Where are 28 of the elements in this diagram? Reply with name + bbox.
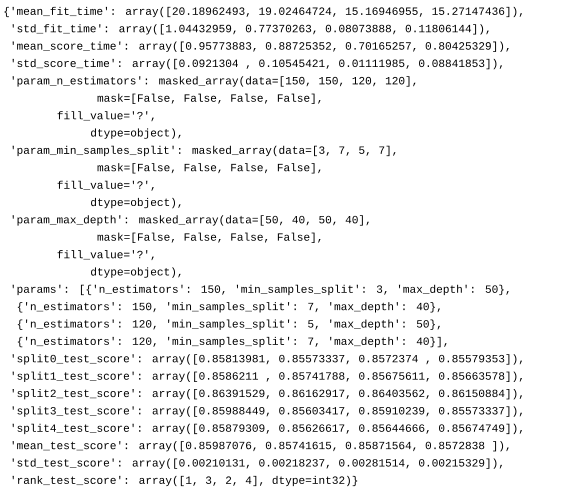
code-line: 'split3_test_score': array([0.85988449, 0.85603417, 0.85910239, 0.85573337]), <box>12 406 522 417</box>
code-line: fill_value='?', <box>58 250 154 260</box>
code-line: {'mean_fit_time': array([20.18962493, 19.02464724, 15.16946955, 15.27147436]), <box>4 6 522 18</box>
code-line: 'split0_test_score': array([0.85813981, 0.85573337, 0.8572374 , 0.85579353]), <box>12 354 522 365</box>
code-line: dtype=object), <box>91 267 181 278</box>
code-line: fill_value='?', <box>58 111 154 122</box>
code-line: mask=[False, False, False, False], <box>98 232 321 243</box>
code-line: 'std_test_score': array([0.00210131, 0.00218237, 0.00281514, 0.00215329]), <box>12 458 502 469</box>
code-line: 'param_n_estimators': masked_array(data=[150, 150, 120, 120], <box>12 76 416 87</box>
code-line: 'param_min_samples_split': masked_array(data=[3, 7, 5, 7], <box>12 146 396 156</box>
code-line: {'n_estimators': 150, 'min_samples_split': 7, 'max_depth': 40}, <box>18 302 440 312</box>
code-line: 'param_max_depth': masked_array(data=[50, 40, 50, 40], <box>12 215 369 226</box>
code-line: 'std_score_time': array([0.0921304 , 0.10545421, 0.01111985, 0.08841853]), <box>12 58 502 70</box>
code-line: dtype=object), <box>91 128 181 139</box>
code-line: fill_value='?', <box>58 180 154 191</box>
code-line: 'mean_test_score': array([0.85987076, 0.85741615, 0.85871564, 0.8572838 ]), <box>12 441 509 452</box>
code-line: 'mean_score_time': array([0.95773883, 0.88725352, 0.70165257, 0.80425329]), <box>12 42 509 52</box>
code-line: 'split1_test_score': array([0.8586211 , 0.85741788, 0.85675611, 0.85663578]), <box>12 372 522 382</box>
code-line: 'std_fit_time': array([1.04432959, 0.77370263, 0.08073888, 0.11806144]), <box>12 24 489 35</box>
code-line: 'split2_test_score': array([0.86391529, 0.86162917, 0.86403562, 0.86150884]), <box>12 388 522 400</box>
code-line: 'rank_test_score': array([1, 3, 2, 4], dtype=int32)} <box>12 476 358 486</box>
code-line: {'n_estimators': 120, 'min_samples_split': 7, 'max_depth': 40}], <box>18 336 447 348</box>
code-line: {'n_estimators': 120, 'min_samples_split': 5, 'max_depth': 50}, <box>18 320 440 330</box>
code-line: dtype=object), <box>91 198 181 208</box>
code-line: mask=[False, False, False, False], <box>98 163 321 174</box>
code-line: 'params': [{'n_estimators': 150, 'min_samples_split': 3, 'max_depth': 50}, <box>12 284 509 296</box>
code-line: mask=[False, False, False, False], <box>98 94 321 104</box>
code-line: 'split4_test_score': array([0.85879309, 0.85626617, 0.85644666, 0.85674749]), <box>12 424 522 434</box>
